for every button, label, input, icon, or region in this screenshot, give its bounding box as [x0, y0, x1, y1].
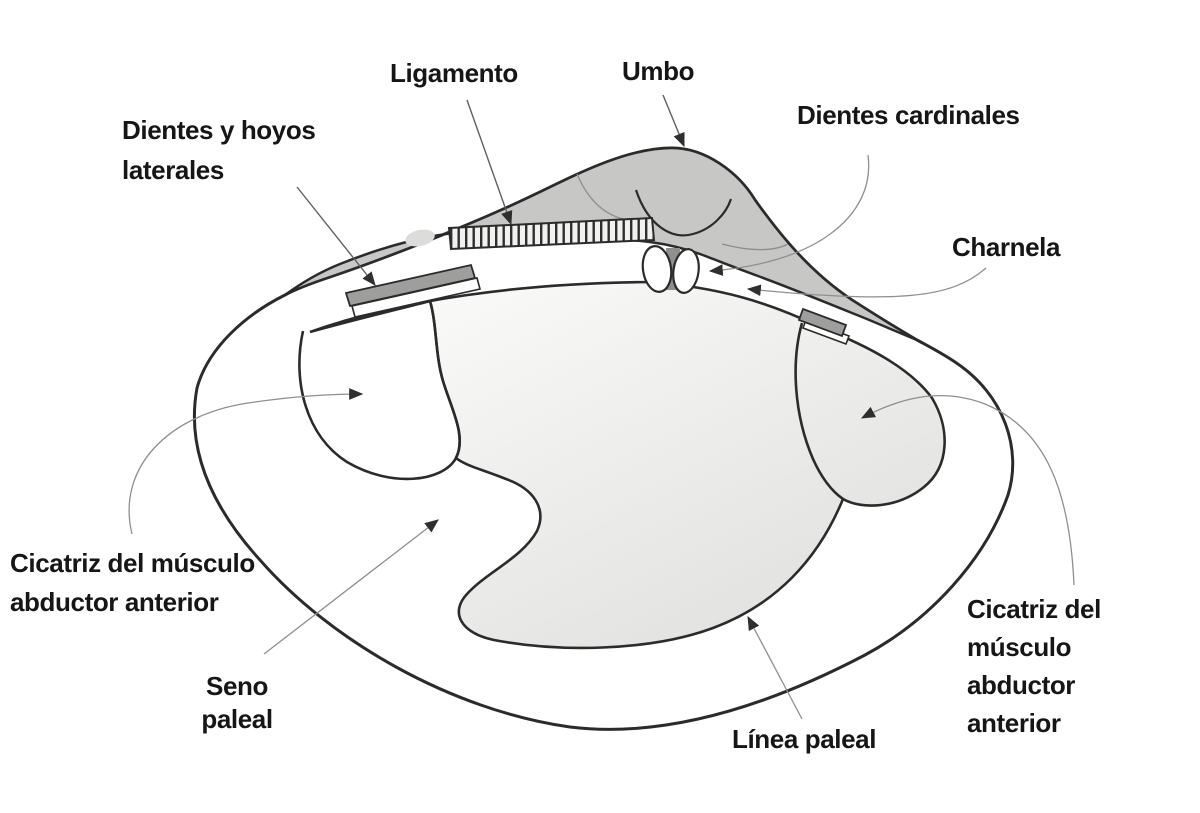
label-cicatriz-izq-line2: abductor anterior: [10, 587, 219, 617]
label-seno-paleal: Seno paleal: [158, 670, 316, 736]
label-umbo: Umbo: [622, 56, 695, 86]
umbo-leader-arrow: [662, 94, 685, 148]
label-cicatriz-anterior-izquierda: Cicatriz del músculo abductor anterior: [10, 544, 255, 622]
label-linea-paleal: Línea paleal: [732, 724, 877, 754]
label-cicatriz-der-line1: Cicatriz del: [967, 594, 1101, 624]
charnela-leader-arrow: [746, 267, 987, 298]
hinge-highlight-patch: [405, 229, 435, 247]
label-cicatriz-der-line3: abductor: [967, 670, 1076, 700]
right-muscle-scar-outline: [794, 322, 844, 501]
label-dientes-cardinales: Dientes cardinales: [797, 100, 1020, 130]
label-dientes-laterales-line1: Dientes y hoyos: [122, 115, 316, 145]
ligamento-leader-arrow: [466, 99, 513, 226]
linea-paleal-leader-arrow: [747, 615, 803, 720]
left-scar-leader-arrow: [128, 388, 364, 535]
label-dientes-laterales-line2: laterales: [122, 155, 224, 185]
label-seno-line2: paleal: [201, 704, 273, 734]
label-seno-line1: Seno: [206, 671, 268, 701]
lateral-teeth-leader-arrow: [296, 186, 376, 286]
lateral-tooth-right: [797, 307, 848, 338]
umbo-curve-left: [576, 173, 624, 220]
left-muscle-scar-outline: [298, 300, 461, 481]
right-scar-leader-arrow: [860, 394, 1075, 586]
label-charnela: Charnela: [952, 232, 1061, 262]
label-cicatriz-anterior-derecha: Cicatriz del músculo abductor anterior: [967, 590, 1101, 742]
label-dientes-laterales: Dientes y hoyos laterales: [122, 110, 316, 190]
umbo-growth-arc: [634, 189, 733, 237]
cardinal-tooth-right: [672, 248, 700, 294]
lateral-tooth-left: [344, 263, 477, 308]
label-cicatriz-der-line2: músculo: [967, 632, 1072, 662]
ligament-band: [447, 216, 656, 251]
umbo-curve-right: [721, 243, 789, 251]
seno-paleal-leader-arrow: [263, 519, 439, 655]
cardinal-teeth-leader-arrow: [708, 154, 870, 276]
cardinal-tooth-left: [641, 245, 673, 293]
label-cicatriz-der-line4: anterior: [967, 708, 1061, 738]
label-cicatriz-izq-line1: Cicatriz del músculo: [10, 548, 255, 578]
label-ligamento: Ligamento: [390, 58, 518, 88]
